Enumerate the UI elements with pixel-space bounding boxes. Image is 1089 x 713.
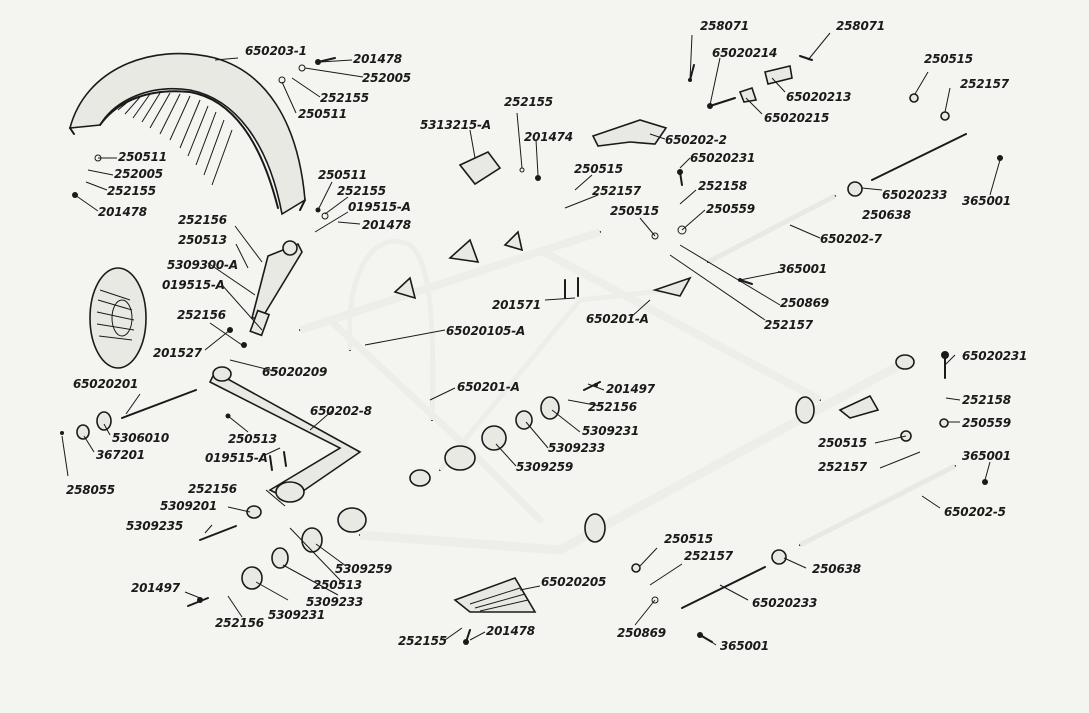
part-label: 252156: [178, 213, 227, 227]
main-frame: [298, 228, 915, 555]
part-label: 650202-2: [665, 133, 727, 147]
part-label: 252155: [320, 91, 369, 105]
part-label: 5309231: [582, 424, 640, 438]
part-label: 65020215: [764, 111, 830, 125]
part-label: 65020214: [712, 46, 778, 60]
part-label: 201497: [606, 382, 655, 396]
part-label: 5309201: [160, 499, 218, 513]
part-label: 252157: [684, 549, 733, 563]
part-label: 365001: [778, 262, 827, 276]
part-label: 258055: [66, 483, 115, 497]
part-label: 650202-5: [944, 505, 1006, 519]
part-label: 365001: [962, 194, 1011, 208]
part-label: 201478: [98, 205, 147, 219]
part-label: 5309233: [306, 595, 364, 609]
part-label: 250638: [862, 208, 911, 222]
part-label: 250511: [318, 168, 367, 182]
part-label: 65020231: [690, 151, 756, 165]
part-label: 250513: [178, 233, 227, 247]
wheel-disc: [89, 267, 147, 369]
part-label: 252156: [215, 616, 264, 630]
part-label: 250511: [298, 107, 347, 121]
part-label: 201497: [131, 581, 180, 595]
part-label: 252155: [337, 184, 386, 198]
part-label: 650201-A: [457, 380, 520, 394]
part-label: 252005: [114, 167, 163, 181]
part-label: 250515: [574, 162, 623, 176]
part-label: 650201-A: [586, 312, 649, 326]
part-label: 5309231: [268, 608, 326, 622]
part-label: 252157: [960, 77, 1009, 91]
part-label: 019515-A: [205, 451, 268, 465]
shock-absorber: [249, 240, 303, 337]
part-label: 65020201: [73, 377, 139, 391]
part-label: 5309300-A: [167, 258, 238, 272]
part-label: 650203-1: [245, 44, 307, 58]
part-label: 250638: [812, 562, 861, 576]
fasteners: [60, 55, 1003, 645]
part-label: 5309233: [548, 441, 606, 455]
part-label: 252156: [188, 482, 237, 496]
part-label: 252157: [764, 318, 813, 332]
part-label: 252156: [177, 308, 226, 322]
part-label: 650202-7: [820, 232, 882, 246]
part-label: 019515-A: [162, 278, 225, 292]
part-label: 250511: [118, 150, 167, 164]
swing-arm: [208, 366, 362, 503]
part-label: 365001: [962, 449, 1011, 463]
leader-lines: [61, 32, 1001, 646]
rods: [121, 133, 967, 609]
part-label: 250513: [228, 432, 277, 446]
part-label: 65020105-A: [446, 324, 526, 338]
part-label: 201478: [353, 52, 402, 66]
part-label: 252158: [962, 393, 1011, 407]
part-label: 252157: [592, 184, 641, 198]
part-label: 250515: [818, 436, 867, 450]
part-label: 201478: [362, 218, 411, 232]
part-label: 250559: [962, 416, 1011, 430]
part-label: 5309259: [516, 460, 574, 474]
part-label: 201478: [486, 624, 535, 638]
part-label: 250513: [313, 578, 362, 592]
part-label: 201527: [153, 346, 202, 360]
rear-fender: [68, 52, 306, 216]
part-label: 5306010: [112, 431, 170, 445]
part-label: 252156: [588, 400, 637, 414]
part-label: 365001: [720, 639, 769, 653]
part-label: 252155: [107, 184, 156, 198]
part-label: 201571: [492, 298, 541, 312]
part-label: 258071: [700, 19, 749, 33]
part-label: 201474: [524, 130, 573, 144]
part-label: 65020213: [786, 90, 852, 104]
part-label: 65020205: [541, 575, 607, 589]
part-label: 250515: [924, 52, 973, 66]
part-label: 252155: [398, 634, 447, 648]
part-label: 5309259: [335, 562, 393, 576]
part-label: 65020233: [882, 188, 948, 202]
part-label: 250559: [706, 202, 755, 216]
part-label: 650202-8: [310, 404, 372, 418]
part-label: 367201: [96, 448, 145, 462]
washers: [76, 93, 950, 590]
part-label: 258071: [836, 19, 885, 33]
part-label: 250515: [610, 204, 659, 218]
part-label: 5309235: [126, 519, 184, 533]
part-label: 5313215-A: [420, 118, 491, 132]
part-label: 252155: [504, 95, 553, 109]
part-label: 65020209: [262, 365, 328, 379]
part-label: 252157: [818, 460, 867, 474]
part-label: 65020231: [962, 349, 1028, 363]
part-label: 250515: [664, 532, 713, 546]
part-label: 252158: [698, 179, 747, 193]
part-label: 252005: [362, 71, 411, 85]
part-label: 250869: [780, 296, 829, 310]
small-parts: [453, 65, 793, 613]
part-label: 250869: [617, 626, 666, 640]
part-label: 019515-A: [348, 200, 411, 214]
part-label: 65020233: [752, 596, 818, 610]
